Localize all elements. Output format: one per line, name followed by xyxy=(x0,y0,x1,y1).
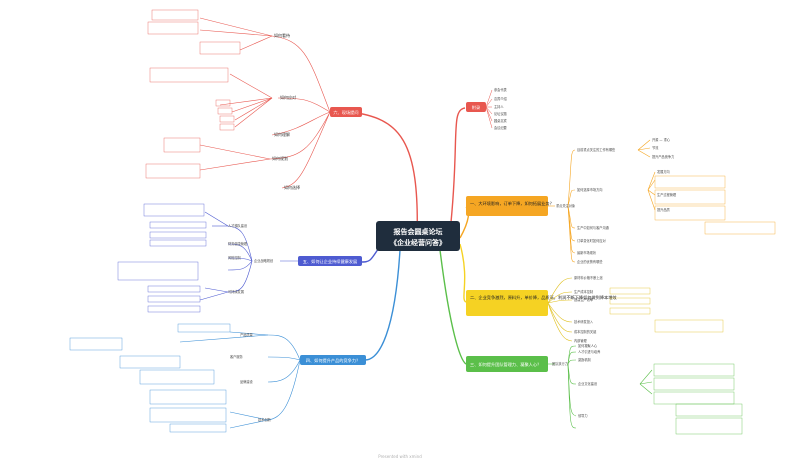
branch-four-topics: 产品质量 客户服务 品牌建设 技术创新 xyxy=(230,332,272,422)
b6-topic-3: 如何理解 xyxy=(274,131,290,137)
b2-topic-6: 内部管理 xyxy=(574,338,588,343)
appendix-item-4: 论坛议题 xyxy=(494,111,508,116)
branch-one-node[interactable]: 一、大环境影响，订单下降，如何拓展业务？ xyxy=(466,196,554,216)
branch-four-lines xyxy=(179,331,301,429)
appendix-item-3: 主持人 xyxy=(494,104,504,109)
b5-topic-1: 人才梯队建设 xyxy=(228,223,248,228)
b3-topic-3: 激励机制 xyxy=(578,357,591,362)
branch-three-leaves xyxy=(653,363,743,435)
central-title-line2: 《企业经营问答》 xyxy=(390,238,446,247)
branch-four-node[interactable]: 四、如何提升产品的竞争力？ xyxy=(300,355,366,365)
b3-topic-5: 领导力 xyxy=(578,413,588,418)
b1-sub-2: 节流 xyxy=(652,145,659,150)
branch-three-label: 三、如何提升团队管理力、凝聚人心？ xyxy=(470,361,541,368)
branch-five-label: 五、如何让企业持续健康发展 xyxy=(303,258,358,265)
appendix-items: 参会代表 嘉宾介绍 主持人 论坛议题 圆桌嘉宾 会议纪要 xyxy=(494,87,508,130)
branch-six-node[interactable]: 六、现场提问 xyxy=(330,107,362,117)
b6-topic-1: 如何看待 xyxy=(274,32,290,38)
branch-two-lines xyxy=(547,277,573,342)
b6-topic-4: 如何规划 xyxy=(272,155,288,161)
b1-topic-5: 最新市场现状 xyxy=(577,250,597,255)
branch-six-label: 六、现场提问 xyxy=(333,109,358,116)
appendix-item-2: 嘉宾介绍 xyxy=(494,96,507,101)
branch-two-node[interactable]: 二、企业竞争激烈，原料升，单价降，品质高，利润不断下降如何做到降本增效 xyxy=(466,290,617,316)
b2-topic-3: 提高生产效率 xyxy=(574,297,594,302)
branch-three-node[interactable]: 三、如何提升团队管理力、凝聚人心？ xyxy=(466,356,548,372)
b5-topic-3: 风险控制 xyxy=(228,255,241,260)
branch-three-lines xyxy=(548,345,653,429)
branch-four-label: 四、如何提升产品的竞争力？ xyxy=(306,357,360,364)
branch-one-label: 一、大环境影响，订单下降，如何拓展业务？ xyxy=(470,200,554,207)
b1-sub-1: 开源 — 重心 xyxy=(652,137,671,142)
branch-six-topics: 如何看待 如何应对 如何理解 如何规划 如何选择 xyxy=(272,32,300,190)
b1-topic-4: 订单变化时如何应对 xyxy=(577,238,606,243)
appendix-item-1: 参会代表 xyxy=(494,87,508,92)
branch-one-leaves xyxy=(654,175,776,235)
b1-sub-6: 提升品质 xyxy=(657,207,671,212)
b4-topic-3: 品牌建设 xyxy=(240,379,254,384)
b3-topic-hub: 团队执行力 xyxy=(552,361,568,366)
b3-topic-4: 企业文化建设 xyxy=(578,381,598,386)
central-title-line1: 报告会圆桌论坛 xyxy=(394,227,443,236)
branch-four-leaves xyxy=(69,323,231,433)
b3-topic-2: 人才引进与培养 xyxy=(578,349,601,354)
branch-two-label: 二、企业竞争激烈，原料升，单价降，品质高，利润不断下降如何做到降本增效 xyxy=(470,294,617,301)
appendix-label: 附录 xyxy=(472,104,480,111)
branch-six-lines xyxy=(199,17,331,189)
branch-two-topics: 原材料价格不断上涨 生产成本控制 提高生产效率 技术研发投入 成本控制的关键 内… xyxy=(574,275,603,343)
appendix-item-5: 圆桌嘉宾 xyxy=(494,118,507,123)
central-topic[interactable]: 报告会圆桌论坛 《企业经营问答》 xyxy=(376,221,460,251)
b1-topic-3: 生产中如何与客户沟通 xyxy=(577,225,610,230)
b6-topic-5: 如何选择 xyxy=(284,184,300,190)
b6-topic-2: 如何应对 xyxy=(280,94,296,100)
b2-topic-5: 成本控制的关键 xyxy=(574,329,597,334)
branch-five-node[interactable]: 五、如何让企业持续健康发展 xyxy=(298,256,362,266)
branch-five-lines xyxy=(199,211,298,301)
branch-five-topics: 企业战略规划 人才梯队建设 财务健康管理 风险控制 可持续发展 xyxy=(228,223,273,294)
b4-topic-4: 技术创新 xyxy=(258,417,272,422)
branch-three-topics: 团队执行力 如何凝聚人心 人才引进与培养 激励机制 企业文化建设 领导力 xyxy=(552,343,601,418)
footer-watermark: Presented with xmind xyxy=(378,454,422,459)
b2-topic-2: 生产成本控制 xyxy=(574,289,593,294)
appendix-item-6: 会议纪要 xyxy=(494,125,508,130)
b2-topic-4: 技术研发投入 xyxy=(574,319,594,324)
b5-topic-2: 财务健康管理 xyxy=(228,241,248,246)
b1-topic-hub: 重点关注对象 xyxy=(556,203,576,208)
b1-topic-6: 企业的优势有哪些 xyxy=(577,259,603,264)
b1-topic-1: 目前重点关注的工作有哪些 xyxy=(577,147,616,152)
branch-six-leaves xyxy=(145,9,241,179)
b4-topic-2: 客户服务 xyxy=(230,354,244,359)
branch-one-topics: 重点关注对象 目前重点关注的工作有哪些 如何选择市场方向 生产中如何与客户沟通 … xyxy=(556,137,677,264)
branch-two-leaves xyxy=(609,287,724,333)
b4-topic-1: 产品质量 xyxy=(240,332,254,337)
b5-topic-hub: 企业战略规划 xyxy=(254,258,273,263)
appendix-lines xyxy=(485,89,493,129)
branch-five-leaves xyxy=(117,203,207,313)
b1-sub-4: 发展方向 xyxy=(657,169,670,174)
b1-topic-2: 如何选择市场方向 xyxy=(577,187,603,192)
b5-topic-4: 可持续发展 xyxy=(228,289,245,294)
branch-one-lines xyxy=(548,139,656,263)
b1-sub-3: 提升产品竞争力 xyxy=(652,154,674,159)
appendix-node[interactable]: 附录 xyxy=(466,102,486,112)
b3-topic-1: 如何凝聚人心 xyxy=(578,343,598,348)
b2-topic-1: 原材料价格不断上涨 xyxy=(574,275,603,280)
b1-sub-5: 生产过程管理 xyxy=(657,192,677,197)
